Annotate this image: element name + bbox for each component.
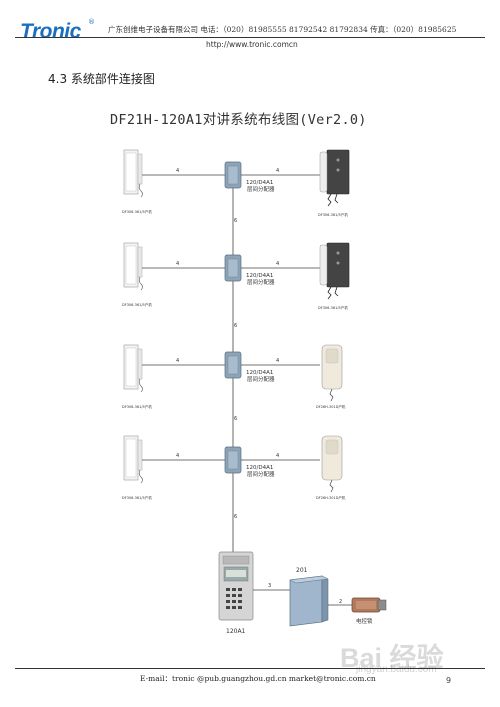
floor-distributor-icon <box>224 161 242 189</box>
indoor-right-label: DF26H-301D户机 <box>316 404 346 409</box>
trunk-wire-count: 6 <box>234 514 237 520</box>
indoor-unit-right-icon <box>321 344 343 402</box>
distributor-model: 120/D4A1 <box>246 370 273 376</box>
power-supply-label: 201 <box>296 567 308 574</box>
electric-lock: 电控锁 <box>351 597 387 625</box>
diagram-title: DF21H-120A1对讲系统布线图(Ver2.0) <box>110 112 367 128</box>
floor-2: DF306-361/5户机 4 4 120/D4A1 层间分配器 DF306-3… <box>122 242 350 329</box>
distributor-name: 层间分配器 <box>247 375 275 383</box>
indoor-unit-right-icon <box>321 435 343 493</box>
wire-count-3: 3 <box>268 583 271 589</box>
floor-distributor-icon <box>224 254 242 282</box>
indoor-left-label: DF306-361/5户机 <box>122 404 152 409</box>
wire-count-4: 4 <box>276 358 279 364</box>
indoor-unit-left-icon <box>123 242 143 291</box>
distributor-model: 120/D4A1 <box>246 273 273 279</box>
trunk-wire-count: 6 <box>234 218 237 224</box>
lock-label: 电控锁 <box>356 617 373 625</box>
indoor-left-label: DF306-361/5户机 <box>122 302 152 307</box>
floor-4: DF306-361/5户机 4 4 120/D4A1 层间分配器 DF26H-3… <box>122 435 346 520</box>
wire-count-4: 4 <box>176 261 179 267</box>
indoor-unit-left-icon <box>123 435 143 484</box>
wire-count-4: 4 <box>276 168 279 174</box>
distributor-name: 层间分配器 <box>247 278 275 286</box>
indoor-unit-left-icon <box>123 344 143 393</box>
power-supply: 201 <box>289 567 329 627</box>
footer-divider <box>15 668 485 669</box>
floor-1: DF306-361/5户机 4 4 120/D4A1 层间分配器 DF306-3… <box>122 149 350 224</box>
page-number: 9 <box>446 676 452 685</box>
section-title: 4.3 系统部件连接图 <box>48 72 155 86</box>
indoor-unit-right-icon <box>319 149 350 207</box>
indoor-right-label: DF26H-301D户机 <box>316 495 346 500</box>
wire-count-4: 4 <box>276 453 279 459</box>
trunk-wire-count: 6 <box>234 416 237 422</box>
trunk-wire-count: 6 <box>234 323 237 329</box>
registered-mark: ® <box>88 18 95 26</box>
distributor-name: 层间分配器 <box>247 185 275 193</box>
indoor-unit-right-icon <box>319 242 350 300</box>
website-link[interactable]: http://www.tronic.comcn <box>206 40 298 49</box>
wire-count-4: 4 <box>176 358 179 364</box>
panel-label: 120A1 <box>226 628 246 635</box>
distributor-model: 120/D4A1 <box>246 180 273 186</box>
footer-contact: E-mail：tronic @pub.guangzhou.gd.cn marke… <box>140 674 376 683</box>
wire-count-2: 2 <box>339 599 342 605</box>
indoor-right-label: DF306-361/5户机 <box>318 212 348 217</box>
header-divider <box>15 37 485 38</box>
floor-3: DF306-361/5户机 4 4 120/D4A1 层间分配器 DF26H-3… <box>122 344 346 422</box>
distributor-model: 120/D4A1 <box>246 465 273 471</box>
company-contact-line: 广东创维电子设备有限公司 电话：（020）81985555 81792542 8… <box>108 25 457 34</box>
watermark-url: jingyan.baidu.com <box>356 664 437 675</box>
floor-distributor-icon <box>224 351 242 379</box>
indoor-left-label: DF306-361/5户机 <box>122 209 152 214</box>
distributor-name: 层间分配器 <box>247 470 275 478</box>
wire-count-4: 4 <box>276 261 279 267</box>
wire-count-4: 4 <box>176 168 179 174</box>
indoor-right-label: DF306-361/5户机 <box>318 305 348 310</box>
indoor-left-label: DF306-361/5户机 <box>122 495 152 500</box>
indoor-unit-left-icon <box>123 149 143 198</box>
door-panel: 120A1 <box>218 551 254 635</box>
floor-distributor-icon <box>224 446 242 474</box>
wire-count-4: 4 <box>176 453 179 459</box>
